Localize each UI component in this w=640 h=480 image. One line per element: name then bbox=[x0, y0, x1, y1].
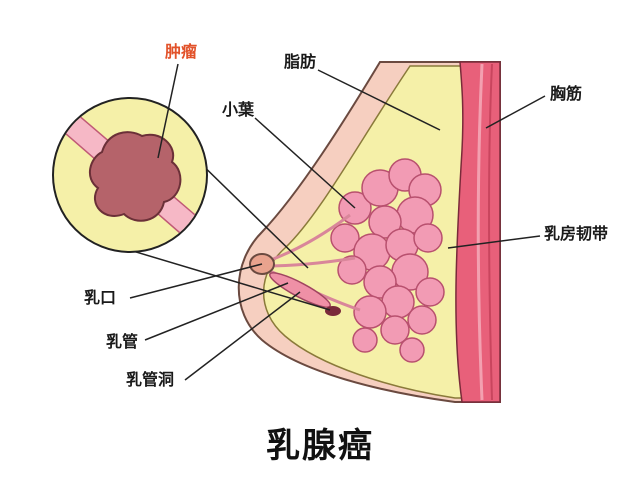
label-lobule: 小葉 bbox=[222, 100, 255, 119]
leader-line-nipple bbox=[129, 263, 263, 299]
label-ligament: 乳房韧带 bbox=[544, 224, 609, 243]
leader-line-tumor bbox=[157, 63, 179, 159]
duct-sinus-lumen bbox=[325, 306, 341, 316]
leader-line-fat bbox=[317, 69, 441, 131]
leader-line-ligament bbox=[447, 235, 541, 249]
lobule-clusters bbox=[330, 158, 445, 363]
label-fat: 脂肪 bbox=[284, 52, 317, 71]
duct-sinus bbox=[269, 272, 331, 308]
muscle-stripe bbox=[488, 63, 493, 401]
leader-line-duct bbox=[144, 282, 289, 341]
diagram-title: 乳腺癌 bbox=[266, 426, 374, 466]
leader-line-lobule bbox=[254, 117, 356, 209]
label-nipple: 乳口 bbox=[84, 288, 117, 307]
label-pectoral: 胸筋 bbox=[550, 84, 583, 103]
muscle-stripe bbox=[476, 63, 484, 401]
tumor-mass bbox=[88, 131, 182, 222]
label-tumor: 肿瘤 bbox=[165, 42, 198, 61]
leader-line-pectoral bbox=[485, 95, 546, 129]
label-duct: 乳管 bbox=[106, 332, 139, 351]
label-sinus: 乳管洞 bbox=[126, 370, 175, 389]
leader-line-sinus bbox=[184, 291, 301, 381]
